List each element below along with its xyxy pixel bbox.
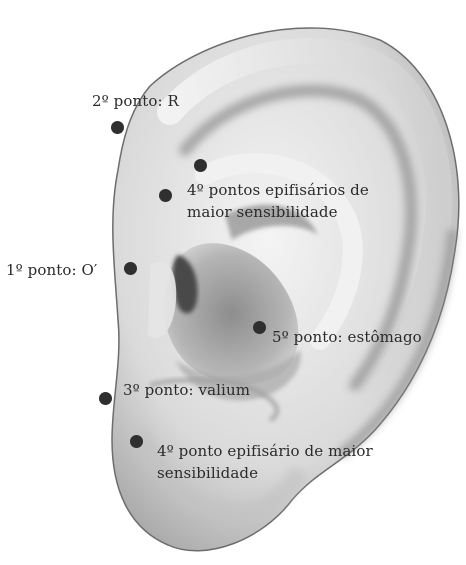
point-2-marker [111, 121, 124, 134]
point-4-lower-marker [130, 435, 143, 448]
label-point-4-lower-line2: sensibilidade [157, 462, 373, 484]
label-point-4-upper-line2: maior sensibilidade [187, 201, 369, 223]
label-point-2: 2º ponto: R [92, 90, 179, 112]
label-point-1: 1º ponto: O′ [6, 259, 97, 281]
point-4-upper-marker-a [194, 159, 207, 172]
point-4-upper-marker-b [159, 189, 172, 202]
label-point-4-lower-line1: 4º ponto epifisário de maior [157, 440, 373, 462]
label-point-3: 3º ponto: valium [123, 379, 250, 401]
label-point-4-upper: 4º pontos epifisários de maior sensibili… [187, 179, 369, 223]
point-1-marker [124, 262, 137, 275]
point-5-marker [253, 321, 266, 334]
label-point-5: 5º ponto: estômago [272, 326, 422, 348]
point-3-marker [99, 392, 112, 405]
label-point-4-lower: 4º ponto epifisário de maior sensibilida… [157, 440, 373, 484]
label-point-4-upper-line1: 4º pontos epifisários de [187, 179, 369, 201]
